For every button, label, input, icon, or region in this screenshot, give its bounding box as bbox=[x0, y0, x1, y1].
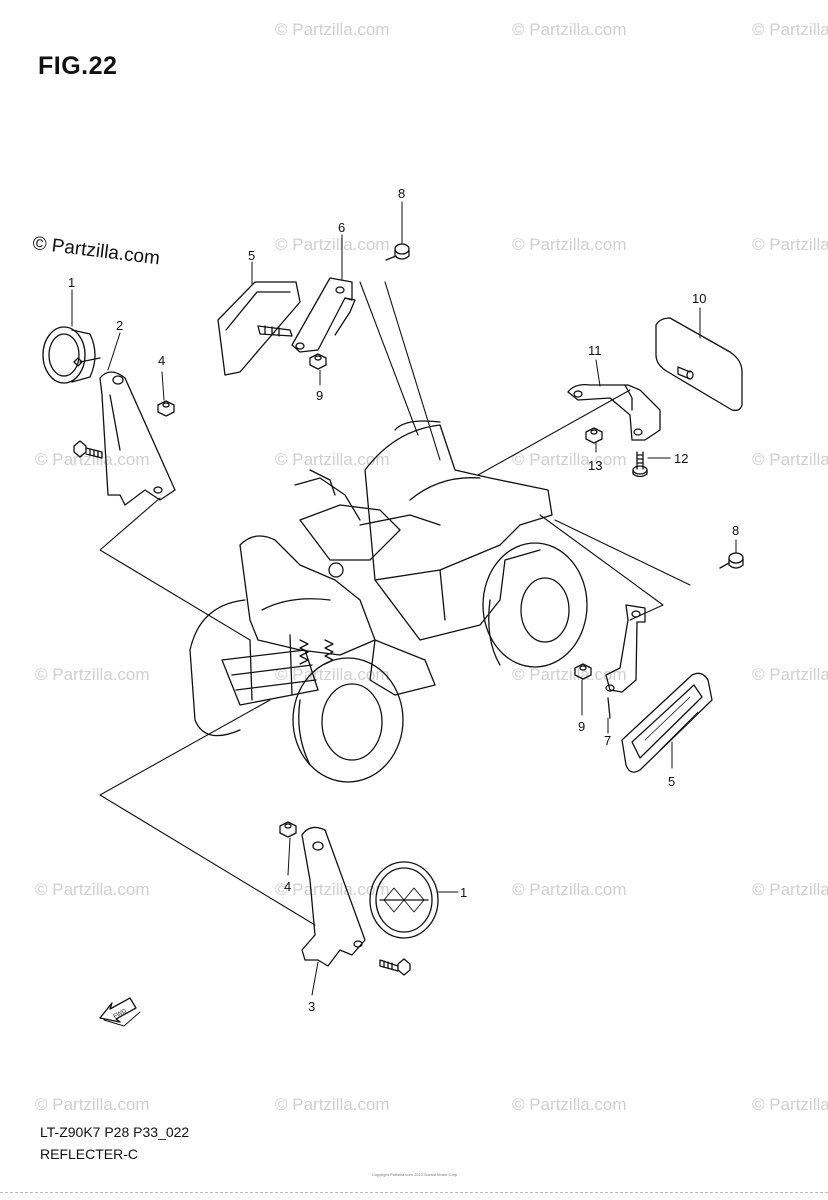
watermark-text: © Partzilla.com bbox=[35, 665, 150, 684]
section-name: REFLECTER-C bbox=[40, 1146, 139, 1162]
watermark-text: © Partzilla.com bbox=[752, 235, 828, 254]
part-7-bracket-lower bbox=[605, 604, 646, 719]
callout-part-9: 9 bbox=[316, 388, 323, 403]
watermark-text: © Partzilla.com bbox=[512, 20, 627, 39]
callout-part-8: 8 bbox=[398, 186, 405, 201]
watermark-text: © Partzilla.com bbox=[275, 20, 390, 39]
bolt-left-lower bbox=[379, 958, 411, 976]
watermark-text: © Partzilla.com bbox=[35, 1095, 150, 1114]
part-8-screw-upper bbox=[385, 243, 410, 261]
watermark-text: © Partzilla.com bbox=[35, 450, 150, 469]
watermark-text: © Partzilla.com bbox=[275, 235, 390, 254]
callout-part-13: 13 bbox=[588, 458, 602, 473]
figure-title: FIG.22 bbox=[38, 52, 118, 80]
part-6-bracket bbox=[291, 277, 356, 353]
part-4-nut-upper bbox=[157, 400, 175, 417]
callout-part-3: 3 bbox=[308, 999, 315, 1014]
part-11-bracket-right bbox=[567, 384, 661, 441]
callout-part-4: 4 bbox=[158, 353, 165, 368]
callout-part-2: 2 bbox=[116, 318, 123, 333]
part-13-nut bbox=[585, 427, 603, 444]
part-10-reflector-right bbox=[655, 317, 743, 412]
part-4-nut-lower bbox=[279, 821, 297, 838]
atv-illustration bbox=[189, 420, 588, 783]
watermark-text: © Partzilla.com bbox=[275, 450, 390, 469]
bolt-left-upper bbox=[73, 440, 103, 459]
part-9-nut-lower bbox=[574, 663, 592, 680]
callout-part-5: 5 bbox=[668, 774, 675, 789]
callout-part-1: 1 bbox=[68, 275, 75, 290]
callout-part-9: 9 bbox=[578, 719, 585, 734]
part-8-screw-lower bbox=[719, 552, 744, 569]
watermark-text: © Partzilla.com bbox=[752, 20, 828, 39]
watermark-text: © Partzilla.com bbox=[752, 880, 828, 899]
watermark-text: © Partzilla.com bbox=[512, 235, 627, 254]
watermark-text: © Partzilla.com bbox=[275, 880, 390, 899]
part-9-nut-upper bbox=[309, 353, 327, 370]
part-1-reflector-upper bbox=[42, 326, 101, 384]
watermark-text: © Partzilla.com bbox=[752, 1095, 828, 1114]
watermark-text: © Partzilla.com bbox=[35, 880, 150, 899]
part-3-bracket-lower bbox=[301, 826, 366, 967]
callout-part-11: 11 bbox=[588, 343, 602, 358]
leader-lines bbox=[99, 281, 691, 926]
part-1-reflector-lower bbox=[369, 861, 439, 939]
watermark-text: © Partzilla.com bbox=[275, 1095, 390, 1114]
watermark-text: © Partzilla.com bbox=[512, 1095, 627, 1114]
bottom-divider bbox=[0, 1192, 828, 1193]
watermark-text: © Partzilla.com bbox=[512, 665, 627, 684]
callout-numbers: 1 2 4 5 6 8 9 10 11 12 13 8 9 7 5 4 1 3 bbox=[68, 186, 739, 1014]
callout-leaders bbox=[71, 201, 737, 996]
part-2-bracket-upper bbox=[99, 371, 176, 506]
watermark-text: © Partzilla.com bbox=[752, 450, 828, 469]
callout-part-10: 10 bbox=[692, 291, 706, 306]
callout-part-6: 6 bbox=[338, 220, 345, 235]
callout-part-4: 4 bbox=[284, 879, 291, 894]
callout-part-7: 7 bbox=[604, 733, 611, 748]
watermark-text: © Partzilla.com bbox=[752, 665, 828, 684]
part-5-reflector-lower bbox=[621, 672, 713, 773]
model-code: LT-Z90K7 P28 P33_022 bbox=[40, 1124, 190, 1140]
part-5-reflector-upper bbox=[217, 281, 301, 376]
fwd-arrow-icon: FWD bbox=[99, 997, 141, 1027]
callout-part-8: 8 bbox=[732, 523, 739, 538]
copyright-fine-print: Copyright Partzilla.com 2013 Suzuki Moto… bbox=[371, 1172, 459, 1177]
part-12-screw bbox=[632, 451, 648, 478]
watermark-text: © Partzilla.com bbox=[275, 665, 390, 684]
watermark-text: © Partzilla.com bbox=[512, 880, 627, 899]
callout-part-1: 1 bbox=[460, 885, 467, 900]
callout-part-12: 12 bbox=[674, 451, 688, 466]
watermark-text: © Partzilla.com bbox=[512, 450, 627, 469]
callout-part-5: 5 bbox=[248, 248, 255, 263]
